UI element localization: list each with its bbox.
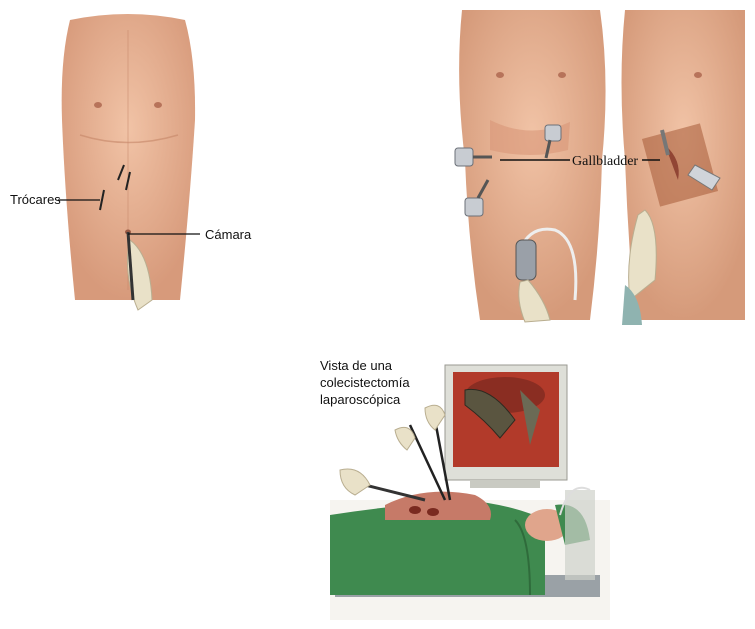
- panel-laparoscopic-view: Vista de una colecistectomía laparoscópi…: [315, 350, 620, 625]
- label-trocars: Trócares: [10, 192, 61, 207]
- panel-gallbladder: Gallbladder: [450, 0, 750, 325]
- label-gallbladder: Gallbladder: [572, 154, 638, 169]
- surgical-monitor: [445, 365, 567, 488]
- caption-line-3: laparoscópica: [320, 392, 401, 407]
- label-camera: Cámara: [205, 227, 252, 242]
- operating-room-illustration: Vista de una colecistectomía laparoscópi…: [315, 350, 620, 625]
- laparoscope-camera: [516, 240, 536, 280]
- caption-line-1: Vista de una: [320, 358, 393, 373]
- caption-line-2: colecistectomía: [320, 375, 410, 390]
- torso-illustration-b: Gallbladder: [450, 0, 750, 325]
- panel-trocars-camera: Trócares Cámara: [0, 0, 270, 320]
- patient-abdomen: [385, 492, 491, 520]
- torso-illustration-a: Trócares Cámara: [0, 0, 270, 320]
- instrument-1: [410, 425, 445, 500]
